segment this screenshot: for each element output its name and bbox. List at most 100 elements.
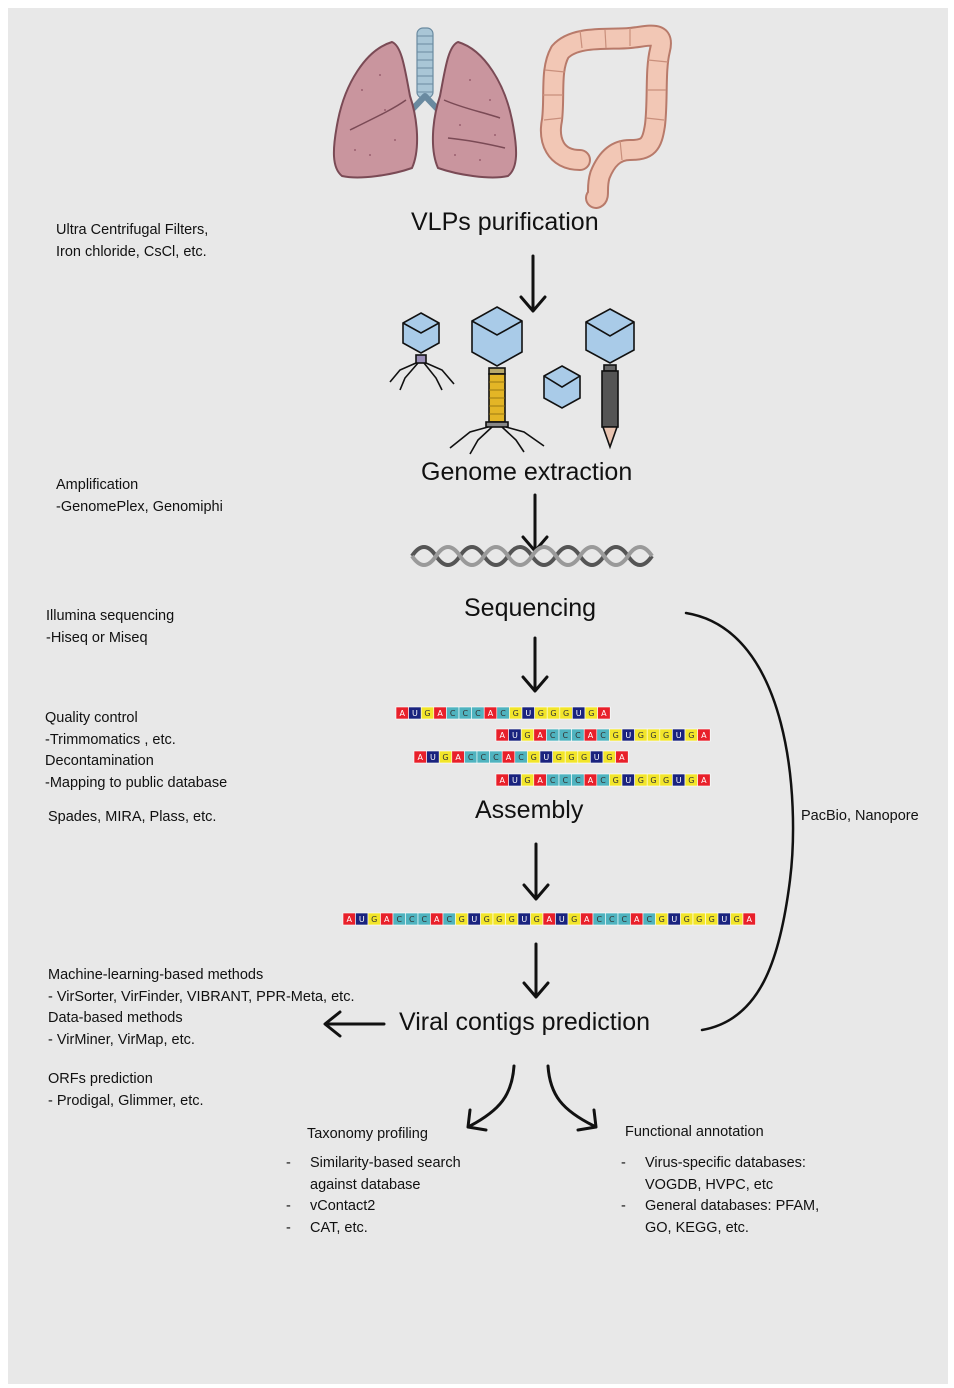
- base-letter: C: [481, 753, 487, 762]
- functional-title: Functional annotation: [625, 1124, 764, 1140]
- base-letter: C: [518, 753, 524, 762]
- base-cell: [615, 750, 629, 764]
- base-letter: A: [701, 731, 707, 740]
- base-letter: G: [556, 753, 562, 762]
- base-letter: U: [525, 709, 531, 718]
- base-letter: G: [484, 915, 490, 924]
- base-letter: G: [638, 731, 644, 740]
- base-letter: G: [688, 731, 694, 740]
- base-cell: [697, 773, 711, 787]
- base-letter: C: [563, 776, 569, 785]
- base-letter: C: [463, 709, 469, 718]
- base-letter: C: [596, 915, 602, 924]
- base-letter: G: [684, 915, 690, 924]
- note-assemblers: Spades, MIRA, Plass, etc.: [48, 809, 217, 825]
- base-letter: C: [446, 915, 452, 924]
- base-letter: U: [521, 915, 527, 924]
- base-letter: G: [638, 776, 644, 785]
- base-letter: A: [634, 915, 640, 924]
- colon-illustration: [540, 24, 672, 209]
- note-line: Quality control: [45, 710, 138, 726]
- base-letter: C: [609, 915, 615, 924]
- base-letter: G: [588, 709, 594, 718]
- dna-helix-illustration: [410, 545, 654, 567]
- base-letter: G: [650, 731, 656, 740]
- base-letter: A: [537, 776, 543, 785]
- base-letter: C: [493, 753, 499, 762]
- base-letter: C: [600, 731, 606, 740]
- bullet: -: [286, 1155, 291, 1171]
- list-item: - Virus-specific databases: VOGDB, HVPC, …: [621, 1153, 819, 1196]
- base-letter: G: [606, 753, 612, 762]
- base-letter: G: [696, 915, 702, 924]
- base-letter: A: [418, 753, 424, 762]
- base-letter: G: [538, 709, 544, 718]
- base-letter: U: [559, 915, 565, 924]
- base-letter: G: [650, 776, 656, 785]
- base-cell: [742, 912, 756, 926]
- base-letter: C: [450, 709, 456, 718]
- base-letter: C: [575, 731, 581, 740]
- base-letter: G: [688, 776, 694, 785]
- base-letter: G: [709, 915, 715, 924]
- note-line: Decontamination: [45, 753, 154, 769]
- base-letter: U: [625, 776, 631, 785]
- base-letter: G: [734, 915, 740, 924]
- list-item: -vContact2: [286, 1196, 461, 1218]
- base-letter: A: [537, 731, 543, 740]
- base-letter: A: [747, 915, 753, 924]
- base-letter: U: [625, 731, 631, 740]
- base-letter: C: [409, 915, 415, 924]
- step-sequencing: Sequencing: [464, 594, 597, 622]
- bullet: -: [621, 1155, 626, 1171]
- base-letter: G: [531, 753, 537, 762]
- step-genome-extraction: Genome extraction: [421, 458, 633, 486]
- base-cell: [697, 728, 711, 742]
- step-vlp-purification: VLPs purification: [411, 208, 599, 236]
- base-letter: A: [601, 709, 607, 718]
- base-letter: A: [347, 915, 353, 924]
- list-item-text: Virus-specific databases: VOGDB, HVPC, e…: [645, 1155, 806, 1193]
- note-line: -Hiseq or Miseq: [46, 629, 148, 646]
- base-letter: A: [500, 776, 506, 785]
- note-illumina: Illumina sequencing -Hiseq or Miseq: [46, 606, 174, 649]
- note-prediction-methods: Machine-learning-based methods - VirSort…: [48, 965, 354, 1051]
- base-letter: A: [588, 731, 594, 740]
- base-letter: G: [524, 776, 530, 785]
- base-letter: G: [613, 731, 619, 740]
- base-letter: A: [455, 753, 461, 762]
- note-line: -GenomePlex, Genomiphi: [56, 498, 223, 515]
- lungs-illustration: [332, 27, 518, 179]
- note-line: Data-based methods: [48, 1010, 183, 1026]
- base-letter: A: [588, 776, 594, 785]
- base-letter: A: [547, 915, 553, 924]
- bullet: -: [286, 1219, 291, 1236]
- base-letter: A: [434, 915, 440, 924]
- base-letter: U: [412, 709, 418, 718]
- base-letter: A: [400, 709, 406, 718]
- step-assembly: Assembly: [475, 796, 584, 824]
- list-item: - Similarity-based search against databas…: [286, 1153, 461, 1196]
- base-letter: C: [475, 709, 481, 718]
- base-letter: U: [671, 915, 677, 924]
- list-item: -General databases: PFAM, GO, KEGG, etc.: [621, 1196, 819, 1239]
- list-item-text: Similarity-based search against database: [310, 1155, 461, 1193]
- base-letter: G: [571, 915, 577, 924]
- base-letter: U: [512, 776, 518, 785]
- note-line: ORFs prediction: [48, 1071, 153, 1087]
- base-letter: U: [676, 776, 682, 785]
- taxonomy-list: - Similarity-based search against databas…: [286, 1153, 461, 1239]
- base-letter: U: [543, 753, 549, 762]
- note-line: -Trimmomatics , etc.: [45, 731, 176, 748]
- list-item-text: General databases: PFAM, GO, KEGG, etc.: [645, 1198, 820, 1236]
- base-letter: G: [581, 753, 587, 762]
- base-letter: C: [396, 915, 402, 924]
- diagram-panel: [8, 8, 948, 1384]
- base-letter: A: [488, 709, 494, 718]
- base-letter: C: [563, 731, 569, 740]
- base-letter: A: [506, 753, 512, 762]
- phage-illustrations: [389, 306, 635, 455]
